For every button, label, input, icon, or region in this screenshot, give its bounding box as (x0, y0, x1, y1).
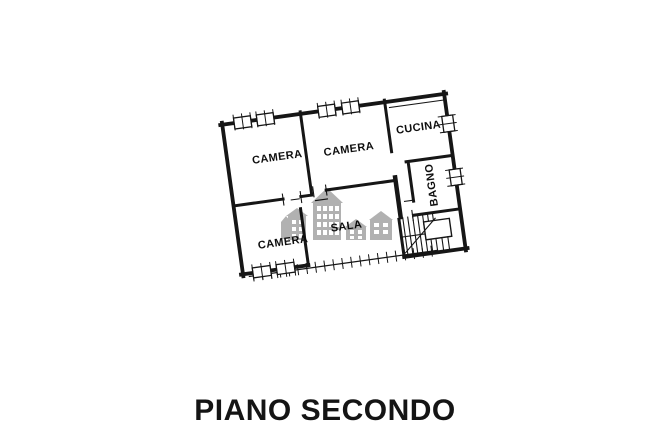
window-icons-bottom (251, 258, 297, 282)
floor-plan-drawing (218, 89, 470, 284)
window-icons-top (232, 97, 361, 131)
corridor-wall (392, 174, 404, 220)
staircase (400, 213, 453, 257)
floor-title: PIANO SECONDO (194, 394, 456, 427)
window-icons-right (437, 114, 466, 187)
floor-plan: CAMERA CAMERA CUCINA BAGNO SALA CAMERA (218, 89, 470, 284)
